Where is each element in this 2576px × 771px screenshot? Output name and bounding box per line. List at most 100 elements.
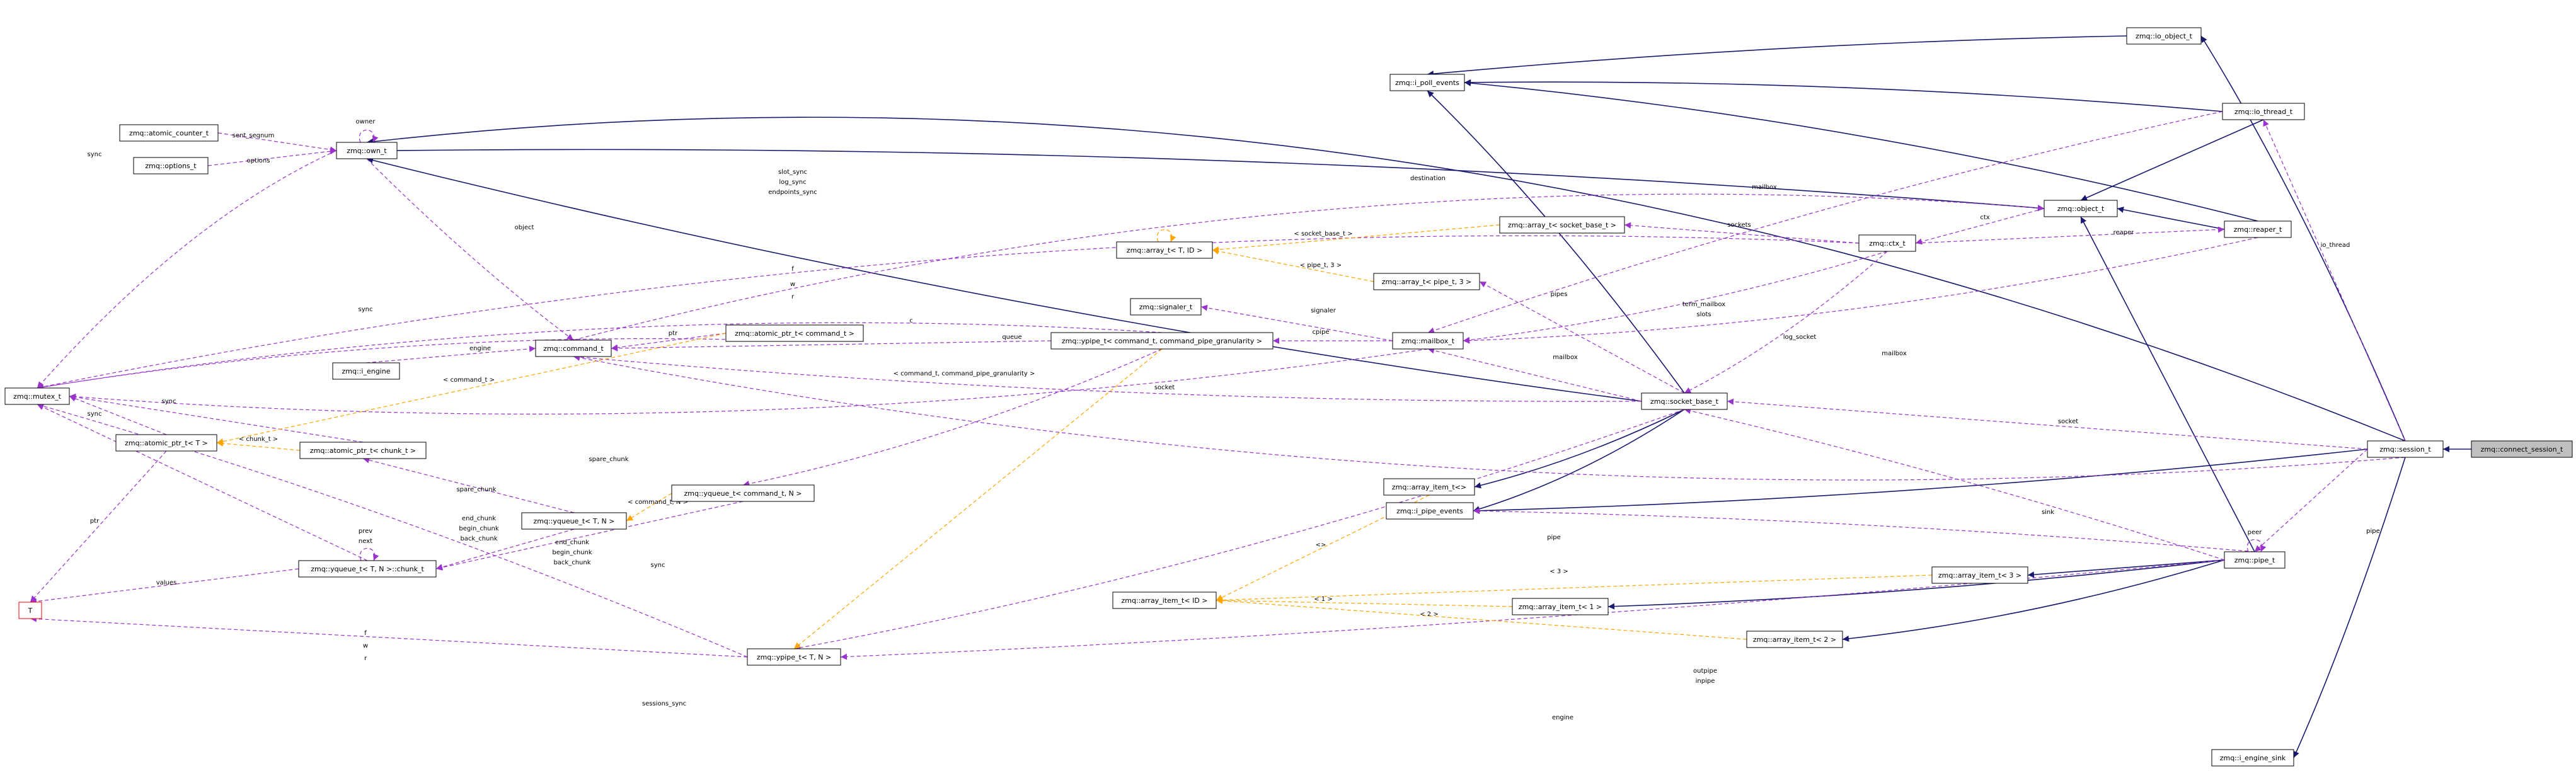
edge-socket_base-to-ypipe_TN (793, 409, 1685, 651)
node-box (2471, 440, 2573, 458)
node-socket-base[interactable]: zmq::socket_base_t (1641, 392, 1728, 410)
node-label: zmq::yqueue_t< T, N >::chunk_t (311, 565, 424, 573)
node-label: zmq::signaler_t (1139, 303, 1193, 311)
edge-reaper-to-i_poll_events (1464, 79, 2258, 222)
node-atomic-ptr-chunk[interactable]: zmq::atomic_ptr_t< chunk_t > (299, 442, 427, 459)
node-mutex[interactable]: zmq::mutex_t (4, 387, 70, 405)
edge-label-socket-mid: socket (1154, 384, 1175, 391)
edge-session-to-i_pipe_events (1473, 448, 2368, 514)
node-pipe[interactable]: zmq::pipe_t (2224, 551, 2286, 569)
edge-io_thread-to-object (2080, 119, 2264, 201)
node-yqueue-cmd[interactable]: zmq::yqueue_t< command_t, N > (671, 484, 815, 502)
node-atomic-counter[interactable]: zmq::atomic_counter_t (119, 124, 219, 142)
node-box (298, 560, 437, 578)
node-box (336, 142, 398, 159)
edge-pipe-to-i_pipe_events (1473, 508, 2255, 552)
edge-label-r: r (791, 294, 795, 300)
edge-array_socket_base-to-array_T_ID (1212, 224, 1500, 253)
edges-layer (30, 35, 2471, 758)
node-label: zmq::options_t (145, 162, 197, 170)
node-ypipe-TN[interactable]: zmq::ypipe_t< T, N > (747, 648, 841, 666)
node-signaler[interactable]: zmq::signaler_t (1130, 298, 1202, 316)
node-command[interactable]: zmq::command_t (535, 340, 612, 357)
node-label: zmq::command_t (543, 345, 604, 353)
node-label: zmq::atomic_ptr_t< T > (125, 439, 208, 447)
edge-label-pipe-t-3: < pipe_t, 3 > (1300, 262, 1342, 269)
edge-label-end-chunk: end_chunk (462, 515, 496, 522)
edge-label-slots: slots (1696, 311, 1711, 318)
node-array-item[interactable]: zmq::array_item_t<> (1383, 478, 1475, 496)
node-box (1383, 478, 1475, 496)
node-array-T-ID[interactable]: zmq::array_t< T, ID > (1116, 241, 1213, 259)
node-ctx[interactable]: zmq::ctx_t (1858, 234, 1916, 252)
node-i-pipe-events[interactable]: zmq::i_pipe_events (1386, 502, 1474, 520)
node-T[interactable]: T (18, 602, 42, 619)
edge-atomic_ptr_chunk-to-atomic_ptr_T (216, 440, 301, 451)
node-array-item-ID[interactable]: zmq::array_item_t< ID > (1112, 591, 1217, 609)
node-mailbox[interactable]: zmq::mailbox_t (1392, 332, 1464, 350)
edge-own-to-own (359, 129, 379, 143)
edge-label-sync-left2: sync (88, 411, 102, 418)
edge-session-to-io_object (2200, 35, 2406, 442)
edge-label-ptr-mid: ptr (669, 330, 678, 337)
node-array-item2[interactable]: zmq::array_item_t< 2 > (1746, 631, 1843, 648)
edge-ypipe_cmd-to-command (611, 340, 1052, 351)
edge-label-socket-base-t: < socket_base_t > (1294, 231, 1352, 237)
node-label: zmq::i_poll_events (1395, 79, 1459, 87)
node-i-engine-sink[interactable]: zmq::i_engine_sink (2211, 749, 2294, 767)
node-own[interactable]: zmq::own_t (336, 142, 398, 159)
node-reaper[interactable]: zmq::reaper_t (2224, 220, 2292, 238)
edge-ctx-to-socket_base (1684, 251, 1888, 394)
edge-label-mailbox-top: mailbox (1752, 184, 1777, 191)
node-array-item3[interactable]: zmq::array_item_t< 3 > (1931, 566, 2028, 584)
edge-label-back-chunk: back_chunk (460, 535, 497, 542)
edge-ctx-to-array_socket_base (1624, 222, 1860, 244)
node-options[interactable]: zmq::options_t (133, 157, 209, 174)
node-box (1392, 332, 1464, 350)
edge-session-to-command (573, 354, 2406, 481)
edge-label-cmdt-N: < command_t, N > (628, 499, 688, 506)
node-atomic-ptr-T[interactable]: zmq::atomic_ptr_t< T > (115, 434, 217, 452)
node-box (521, 512, 627, 530)
edge-array_T_ID-to-array_T_ID (1156, 229, 1176, 243)
edge-label-values: values (156, 580, 177, 586)
edge-atomic_ptr_cmd-to-atomic_ptr_T (216, 333, 727, 445)
node-box (299, 442, 427, 459)
edge-label-w: w (790, 281, 795, 288)
node-atomic-ptr-cmd[interactable]: zmq::atomic_ptr_t< command_t > (725, 324, 864, 342)
node-label: zmq::connect_session_t (2481, 445, 2563, 454)
node-box (18, 602, 42, 619)
node-box (2044, 200, 2118, 217)
node-yqueue-TN[interactable]: zmq::yqueue_t< T, N > (521, 512, 627, 530)
node-chunk[interactable]: zmq::yqueue_t< T, N >::chunk_t (298, 560, 437, 578)
edge-pipe-to-socket_base (1684, 408, 2225, 561)
node-io-object[interactable]: zmq::io_object_t (2126, 27, 2202, 45)
edge-i_engine-to-command (365, 345, 536, 363)
node-array-item1[interactable]: zmq::array_item_t< 1 > (1512, 598, 1609, 615)
edge-atomic_ptr_T-to-T (30, 450, 167, 603)
edge-yqueue_TN-to-chunk (435, 528, 575, 571)
edge-label-w2: w (363, 642, 368, 649)
edge-label-queue: queue (1002, 334, 1021, 341)
node-label: zmq::array_item_t<> (1392, 483, 1466, 491)
node-object[interactable]: zmq::object_t (2044, 200, 2118, 217)
node-array-socket-base[interactable]: zmq::array_t< socket_base_t > (1499, 216, 1625, 234)
node-box (1116, 241, 1213, 259)
node-io-thread[interactable]: zmq::io_thread_t (2222, 103, 2305, 120)
node-array-pipe3[interactable]: zmq::array_t< pipe_t, 3 > (1373, 273, 1480, 290)
edge-socket_base-to-own (366, 157, 1642, 402)
node-label: zmq::session_t (2379, 445, 2431, 454)
node-ypipe-cmd[interactable]: zmq::ypipe_t< command_t, command_pipe_gr… (1050, 332, 1274, 350)
edge-label-next: next (359, 538, 372, 545)
edge-atomic_ptr_cmd-to-mutex (37, 338, 795, 391)
node-i-engine[interactable]: zmq::i_engine (332, 362, 400, 380)
node-connect-session[interactable]: zmq::connect_session_t (2471, 440, 2573, 458)
node-label: zmq::mailbox_t (1401, 337, 1455, 345)
node-session[interactable]: zmq::session_t (2367, 440, 2444, 458)
edge-label-ctx: ctx (1980, 214, 1989, 221)
edge-label-cmdt-gran: < command_t, command_pipe_granularity > (894, 370, 1035, 377)
node-label: zmq::array_t< pipe_t, 3 > (1382, 278, 1472, 286)
node-box (4, 387, 70, 405)
node-i-poll-events[interactable]: zmq::i_poll_events (1389, 74, 1465, 91)
edge-label-socket-right: socket (2058, 418, 2078, 425)
